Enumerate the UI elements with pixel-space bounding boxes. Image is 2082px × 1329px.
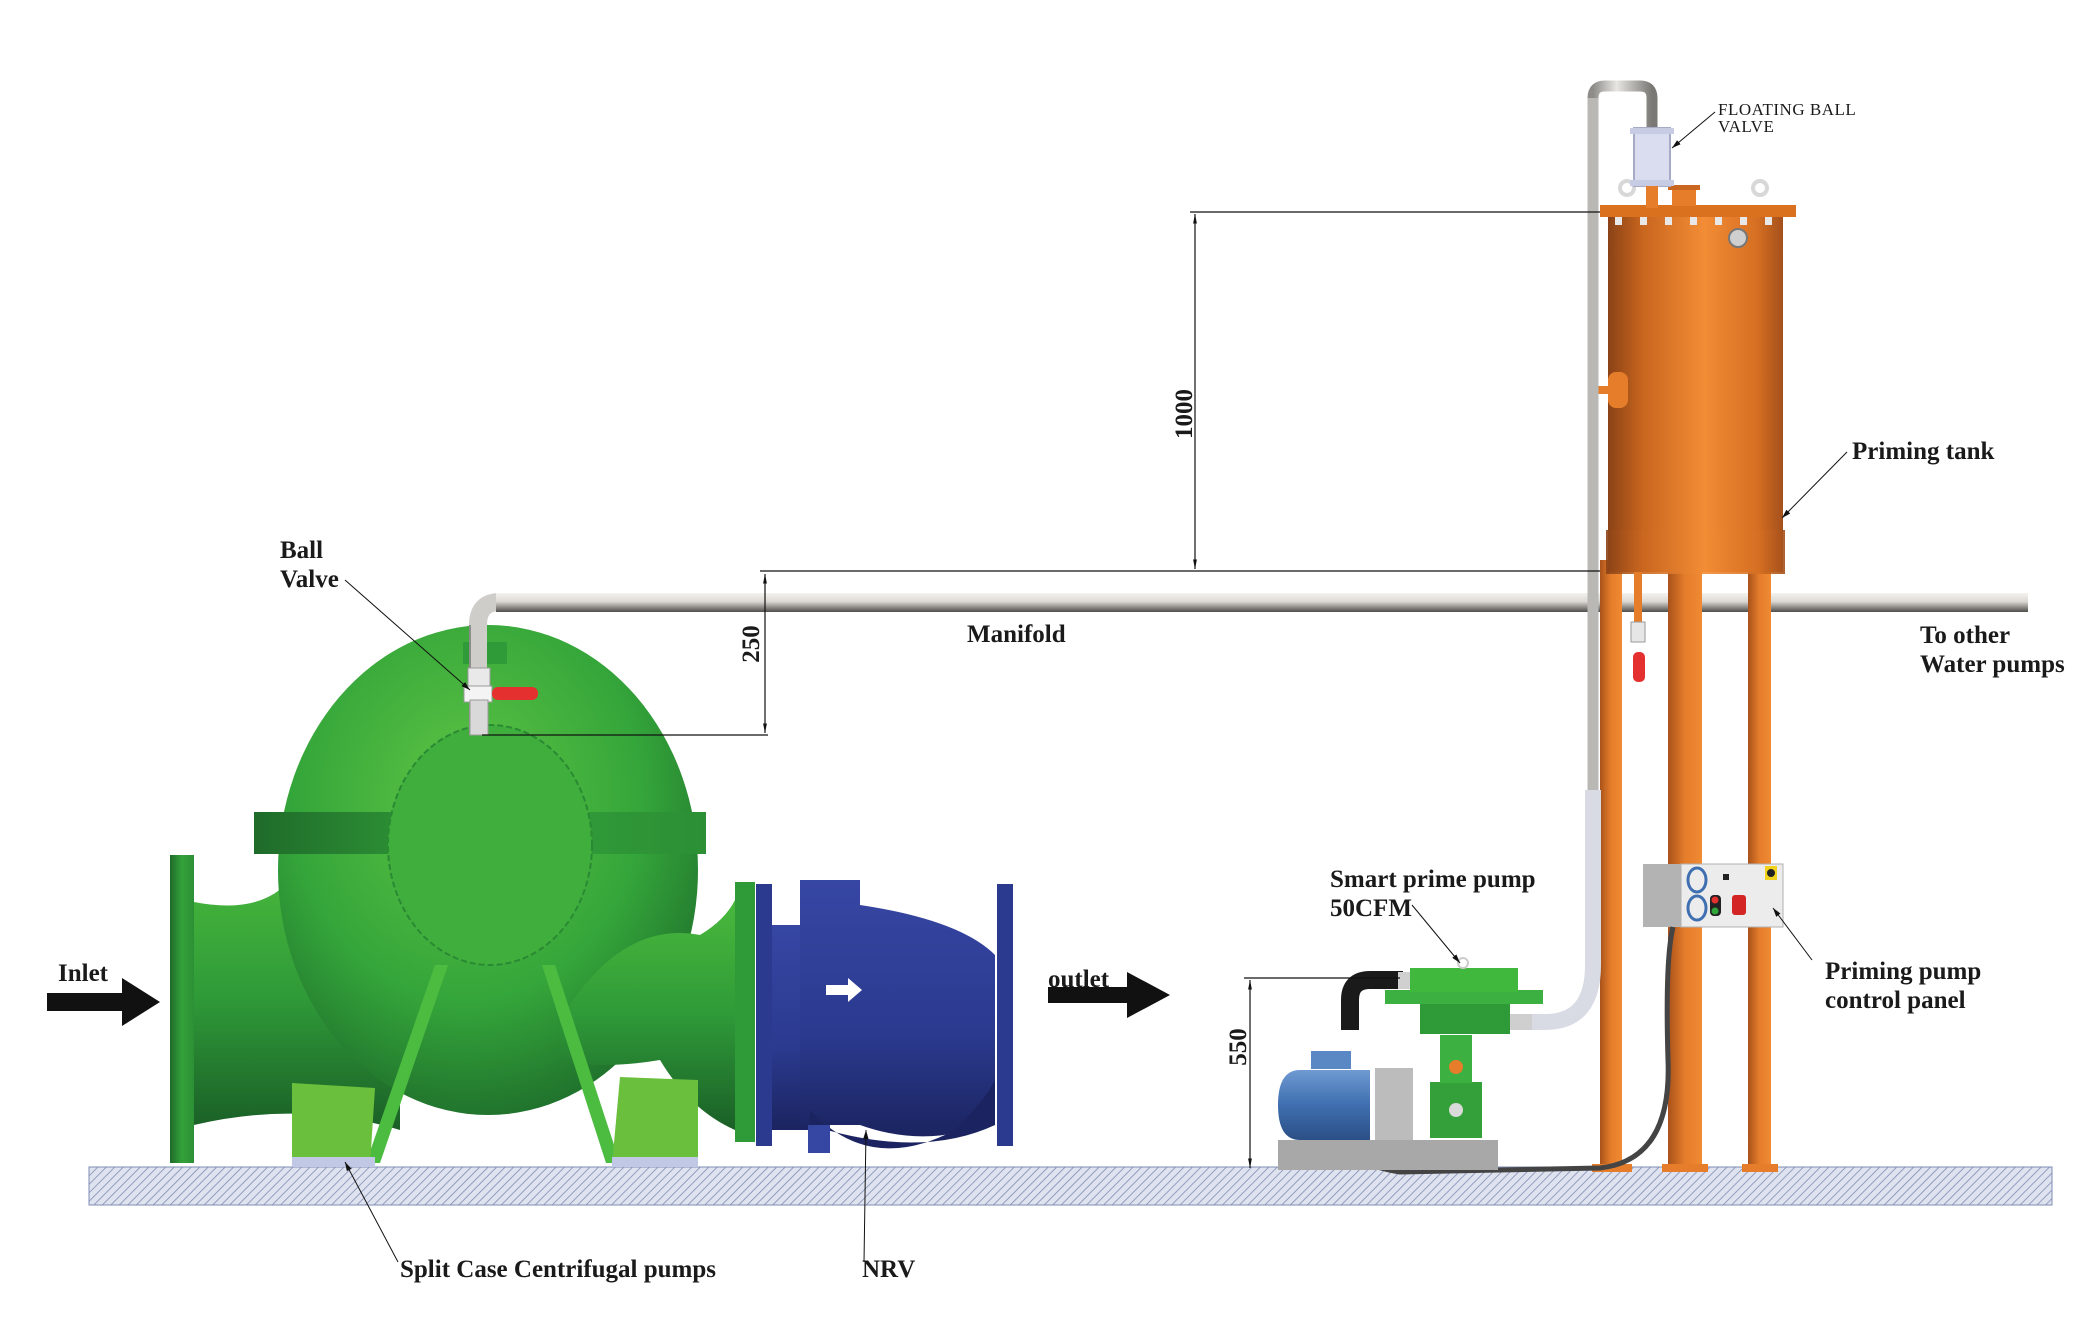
pump-riser-pipe (469, 593, 501, 735)
nrv-body (800, 880, 995, 1137)
outlet-arrow-icon (1048, 972, 1170, 1018)
gauge-ring-icon (1686, 894, 1708, 922)
tank-leg-left (1600, 560, 1622, 1172)
prime-pump-mid (1420, 1004, 1510, 1034)
priming-pump-control-panel (1643, 863, 1784, 928)
leader-priming-tank (1781, 451, 1848, 519)
drain-plug-icon (1449, 1103, 1463, 1117)
inlet-arrow-icon (47, 978, 160, 1026)
dimension-label-550: 550 (1224, 1028, 1252, 1066)
label-to-other-water-pumps: To other Water pumps (1920, 622, 2065, 680)
lid-bolts (1615, 217, 1772, 225)
dimension-1000 (760, 211, 1600, 572)
support-strut-left (366, 965, 448, 1163)
label-line: Water pumps (1920, 650, 2065, 678)
tank-side-nozzle (1608, 372, 1628, 408)
ball-valve (463, 667, 538, 736)
outlet-body (560, 900, 735, 1130)
pump-base-plate (1278, 1140, 1498, 1170)
pump-foot-right (612, 1077, 698, 1165)
label-outlet: outlet (1048, 966, 1110, 993)
elbow-connector (1398, 972, 1410, 989)
priming-tank (1592, 179, 1796, 1172)
tank-drain-pipe (1634, 572, 1642, 624)
dimension-label-250: 250 (737, 625, 765, 663)
leader-smart-prime-pump (1411, 904, 1461, 964)
leader-floating-ball-valve (1671, 111, 1716, 149)
leader-ball-valve (344, 579, 471, 691)
label-ball-valve: Ball Valve (280, 537, 339, 595)
nrv-flange-right (997, 884, 1013, 1146)
nrv-flange-left (756, 884, 772, 1146)
tank-lower-band (1606, 530, 1785, 574)
motor-terminal-box (1311, 1051, 1351, 1069)
electric-motor (1278, 1070, 1370, 1140)
gauge-ring-icon (1686, 866, 1708, 894)
vacuum-hose (1530, 790, 1601, 1030)
label-floating-ball-valve: FLOATING BALL VALVE (1718, 101, 1856, 135)
nrv-drain-plug (808, 1125, 830, 1153)
label-line: Priming pump (1825, 958, 1982, 985)
label-smart-prime-pump: Smart prime pump 50CFM (1330, 866, 1536, 924)
label-line: Smart prime pump (1330, 866, 1536, 893)
pump-foot-left (292, 1083, 375, 1165)
label-priming-tank: Priming tank (1852, 438, 1995, 465)
inlet-flange (170, 855, 194, 1163)
leader-control-panel (1772, 907, 1813, 961)
support-strut-right (542, 965, 620, 1163)
label-line: Ball (280, 537, 324, 564)
leg-foot (1742, 1164, 1778, 1172)
non-return-valve (756, 880, 1013, 1153)
foot-pad (612, 1157, 698, 1167)
label-line: 50CFM (1330, 894, 1412, 922)
label-inlet: Inlet (58, 960, 108, 987)
motor-coupling-guard (1375, 1068, 1413, 1140)
drain-float-red (1633, 652, 1645, 682)
leg-foot (1662, 1164, 1708, 1172)
label-line: control panel (1825, 986, 1966, 1014)
indicator-lamp-icon (1723, 874, 1729, 880)
prime-pump-head (1410, 968, 1518, 992)
panel-enclosure-side (1643, 864, 1681, 927)
label-manifold: Manifold (967, 621, 1066, 648)
split-case-centrifugal-pump (170, 625, 755, 1167)
hose-connector (1510, 1014, 1532, 1030)
label-split-case-pumps: Split Case Centrifugal pumps (400, 1256, 717, 1283)
vacuum-pipe-loop (1587, 80, 1658, 790)
tank-sight-gauge (1728, 228, 1748, 248)
exhaust-elbow (1341, 971, 1403, 1030)
tank-leg-center (1668, 540, 1702, 1172)
label-nrv: NRV (862, 1256, 916, 1283)
label-line: Valve (280, 565, 339, 593)
label-line: FLOATING BALL (1718, 100, 1857, 119)
outlet-flange (735, 882, 755, 1142)
leader-nrv (863, 1129, 869, 1263)
bearing-cover (387, 724, 593, 966)
lifting-eye-icon (1618, 179, 1636, 197)
floating-ball-valve (1630, 127, 1674, 208)
tank-lid-flange (1600, 205, 1796, 217)
leader-split-case (344, 1161, 399, 1263)
dimension-label-1000: 1000 (1171, 389, 1198, 439)
tank-top-nozzle (1672, 188, 1696, 206)
emergency-stop-button (1732, 895, 1746, 915)
prime-pump-neck (1440, 1035, 1472, 1083)
lifting-eye-icon (1751, 179, 1769, 197)
oil-cap (1449, 1060, 1463, 1074)
label-control-panel: Priming pump control panel (1825, 958, 1981, 1016)
nrv-flow-arrow-icon (826, 978, 862, 1002)
dimension-550 (1244, 977, 1400, 1168)
lifting-eye-icon (1457, 957, 1469, 969)
ground-floor (88, 1166, 2053, 1206)
dimension-250 (482, 574, 768, 736)
foot-pad (292, 1157, 375, 1167)
label-line: To other (1920, 622, 2011, 649)
manifold-pipe (496, 593, 2028, 612)
ball-valve-handle (492, 687, 538, 700)
smart-prime-pump (1278, 957, 1543, 1170)
label-line: VALVE (1718, 117, 1775, 136)
tank-body (1608, 212, 1783, 572)
prime-pump-flange (1385, 990, 1543, 1004)
